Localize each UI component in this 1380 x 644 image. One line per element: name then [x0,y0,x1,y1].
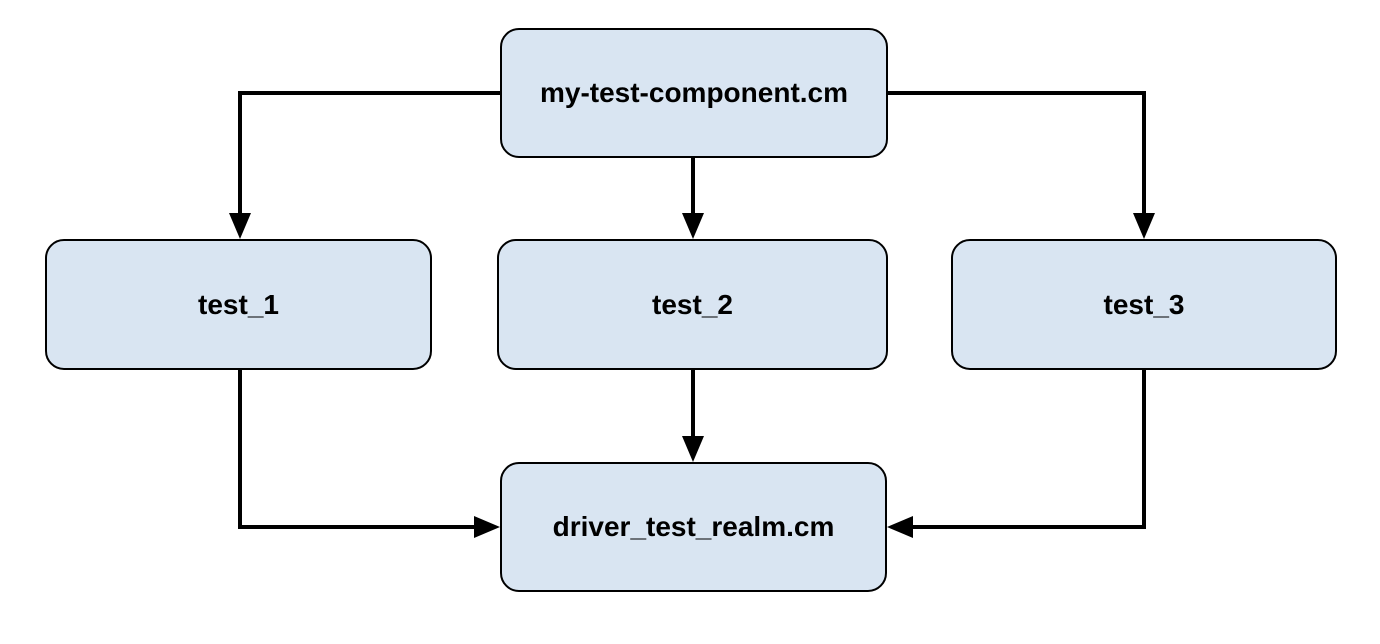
edge-line [888,91,1146,214]
edge-my-test-component-to-test-3 [888,91,1155,239]
node-label: test_2 [652,288,733,320]
arrowhead-down-icon [682,213,704,239]
node-label: test_1 [198,288,279,320]
edge-test-3-to-driver-test-realm [887,370,1146,538]
node-test-1: test_1 [45,239,432,370]
edge-test-2-to-driver-test-realm [682,370,704,462]
node-label: my-test-component.cm [539,77,849,108]
edge-test-1-to-driver-test-realm [238,370,500,538]
node-my-test-component: my-test-component.cm [500,28,888,158]
node-test-3: test_3 [951,239,1337,370]
node-test-2: test_2 [497,239,888,370]
node-label: test_3 [1103,288,1185,320]
arrowhead-down-icon [1133,213,1155,239]
edge-line [238,370,475,529]
arrowhead-left-icon [887,516,913,538]
edge-line [238,91,500,214]
arrowhead-down-icon [682,436,704,462]
arrowhead-right-icon [474,516,500,538]
node-driver-test-realm: driver_test_realm.cm [500,462,887,592]
edge-my-test-component-to-test-1 [229,91,500,239]
node-label: driver_test_realm.cm [552,511,835,542]
edge-my-test-component-to-test-2 [682,158,704,239]
arrowhead-down-icon [229,213,251,239]
edge-line [912,370,1146,529]
